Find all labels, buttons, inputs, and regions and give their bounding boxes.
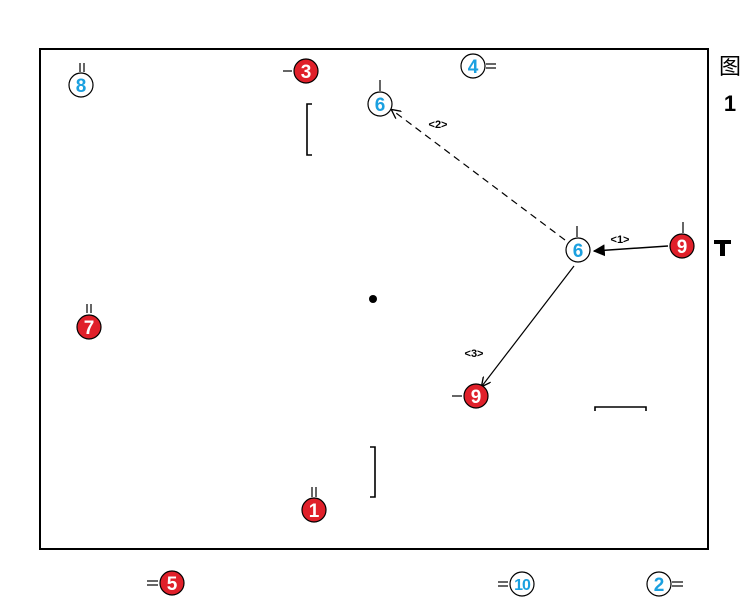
player-1: 1 (301, 487, 327, 523)
player-6-mid-number: 6 (573, 241, 584, 262)
goal-top (306, 103, 312, 156)
player-7: 7 (76, 304, 102, 340)
player-3-number: 3 (301, 62, 312, 83)
pass-3-label: <3> (465, 348, 484, 360)
player-2: 2 (646, 571, 683, 597)
figure-label-number: 1 (723, 91, 737, 116)
player-9-right: 9 (669, 222, 695, 259)
player-9-low: 9 (452, 383, 489, 409)
player-5: 5 (147, 570, 185, 596)
player-10: 10 (498, 571, 535, 597)
player-5-number: 5 (167, 574, 178, 595)
pass-2-line (392, 110, 566, 241)
player-4: 4 (460, 53, 496, 79)
center-spot (369, 295, 377, 303)
goal-bottom (370, 446, 376, 498)
player-10-number: 10 (514, 577, 531, 594)
player-9-right-number: 9 (677, 237, 688, 258)
player-4-number: 4 (468, 57, 479, 78)
player-6-mid: 6 (565, 226, 591, 263)
goal-right (594, 406, 647, 411)
player-6-top: 6 (367, 80, 393, 117)
figure-label: 图 1 (716, 50, 744, 122)
player-8-number: 8 (76, 76, 87, 97)
player-1-number: 1 (309, 501, 320, 522)
player-9-low-number: 9 (471, 387, 482, 408)
player-2-number: 2 (654, 575, 665, 596)
t-marker (714, 240, 731, 256)
pass-1-line (592, 244, 669, 257)
pass-1-label: <1> (611, 234, 630, 246)
court-boundary (39, 48, 709, 550)
player-7-number: 7 (84, 318, 95, 339)
pass-3-line (482, 265, 575, 386)
player-6-top-number: 6 (375, 95, 386, 116)
figure-label-char: 图 (718, 55, 741, 80)
pass-2-label: <2> (429, 119, 448, 131)
player-8: 8 (68, 63, 94, 98)
player-3: 3 (283, 58, 319, 84)
